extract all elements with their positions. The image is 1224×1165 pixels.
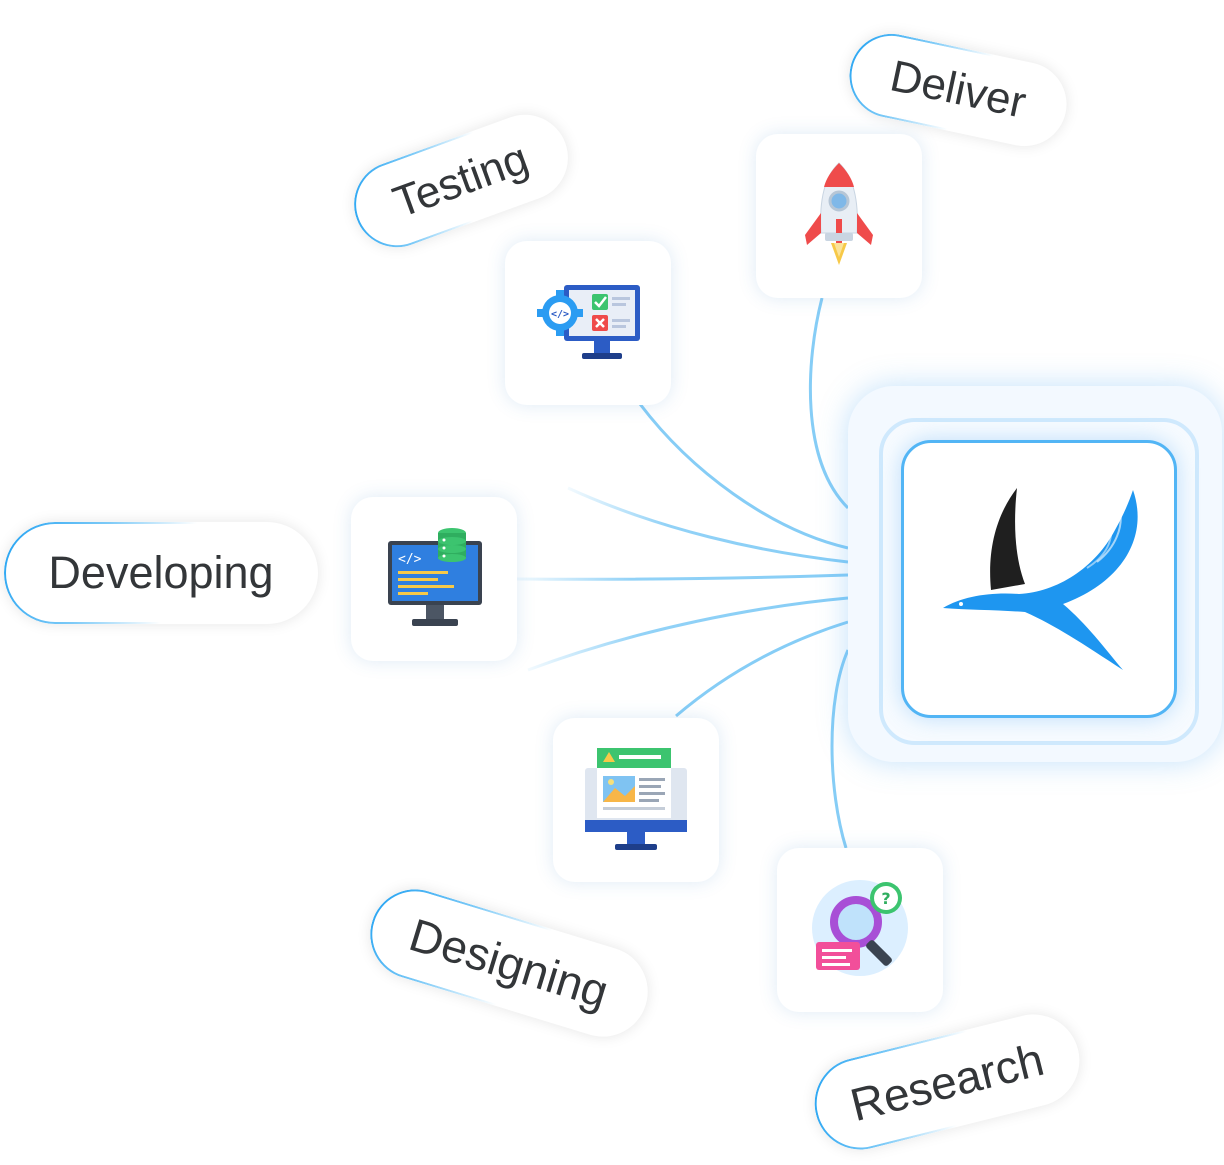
- connector-lower-faded: [527, 596, 849, 672]
- hub-logo-card: [901, 440, 1177, 718]
- testing-card: </>: [505, 241, 671, 405]
- connector-testing: [638, 403, 849, 550]
- developing-pill: Developing: [4, 522, 318, 624]
- connector-developing: [515, 573, 849, 581]
- deliver-card: [756, 134, 922, 298]
- svg-text:?: ?: [881, 889, 890, 908]
- svg-text:</>: </>: [551, 309, 569, 320]
- developing-label: Developing: [48, 547, 274, 598]
- bird-logo-icon: [943, 488, 1138, 670]
- code-test-monitor-icon: </>: [537, 285, 640, 359]
- designing-card: [553, 718, 719, 882]
- web-design-monitor-icon: [585, 748, 687, 850]
- research-card: ?: [777, 848, 943, 1012]
- connector-research: [830, 649, 850, 849]
- rocket-icon: [805, 162, 873, 265]
- deliver-label: Deliver: [886, 51, 1031, 128]
- developing-card: </>: [351, 497, 517, 661]
- connector-deliver: [808, 297, 850, 510]
- connector-upper-faded: [567, 486, 849, 564]
- connector-designing: [675, 620, 849, 718]
- code-database-monitor-icon: </>: [388, 528, 482, 626]
- svg-text:</>: </>: [398, 552, 422, 567]
- research-magnifier-icon: ?: [812, 880, 908, 976]
